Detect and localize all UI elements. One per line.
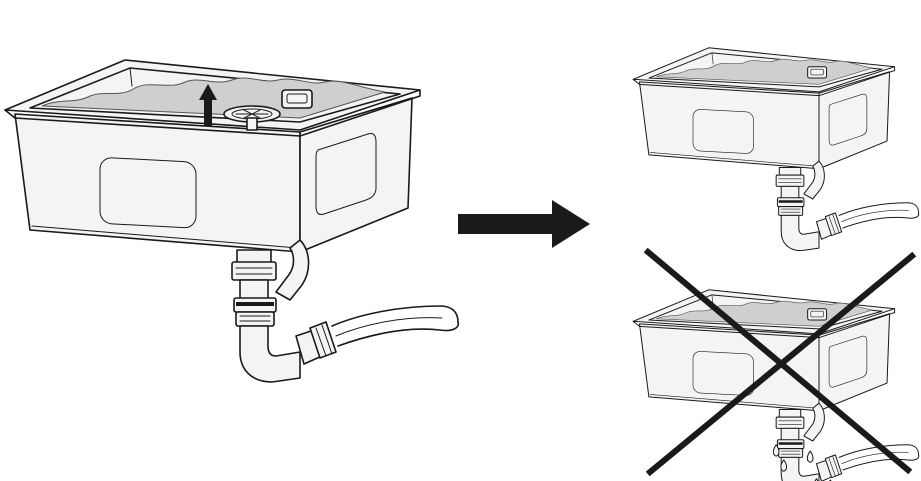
sink-full-of-water-icon — [4, 59, 460, 383]
flow-direction-arrow-icon — [458, 200, 590, 248]
water-leak-drops — [772, 444, 832, 481]
prohibited-cross-icon — [643, 247, 917, 477]
sink-correct-drain-icon — [632, 47, 920, 252]
strainer-basket — [223, 105, 281, 131]
sink-leaking-drain-icon — [632, 289, 920, 481]
lift-strainer-arrow-icon — [199, 84, 217, 126]
